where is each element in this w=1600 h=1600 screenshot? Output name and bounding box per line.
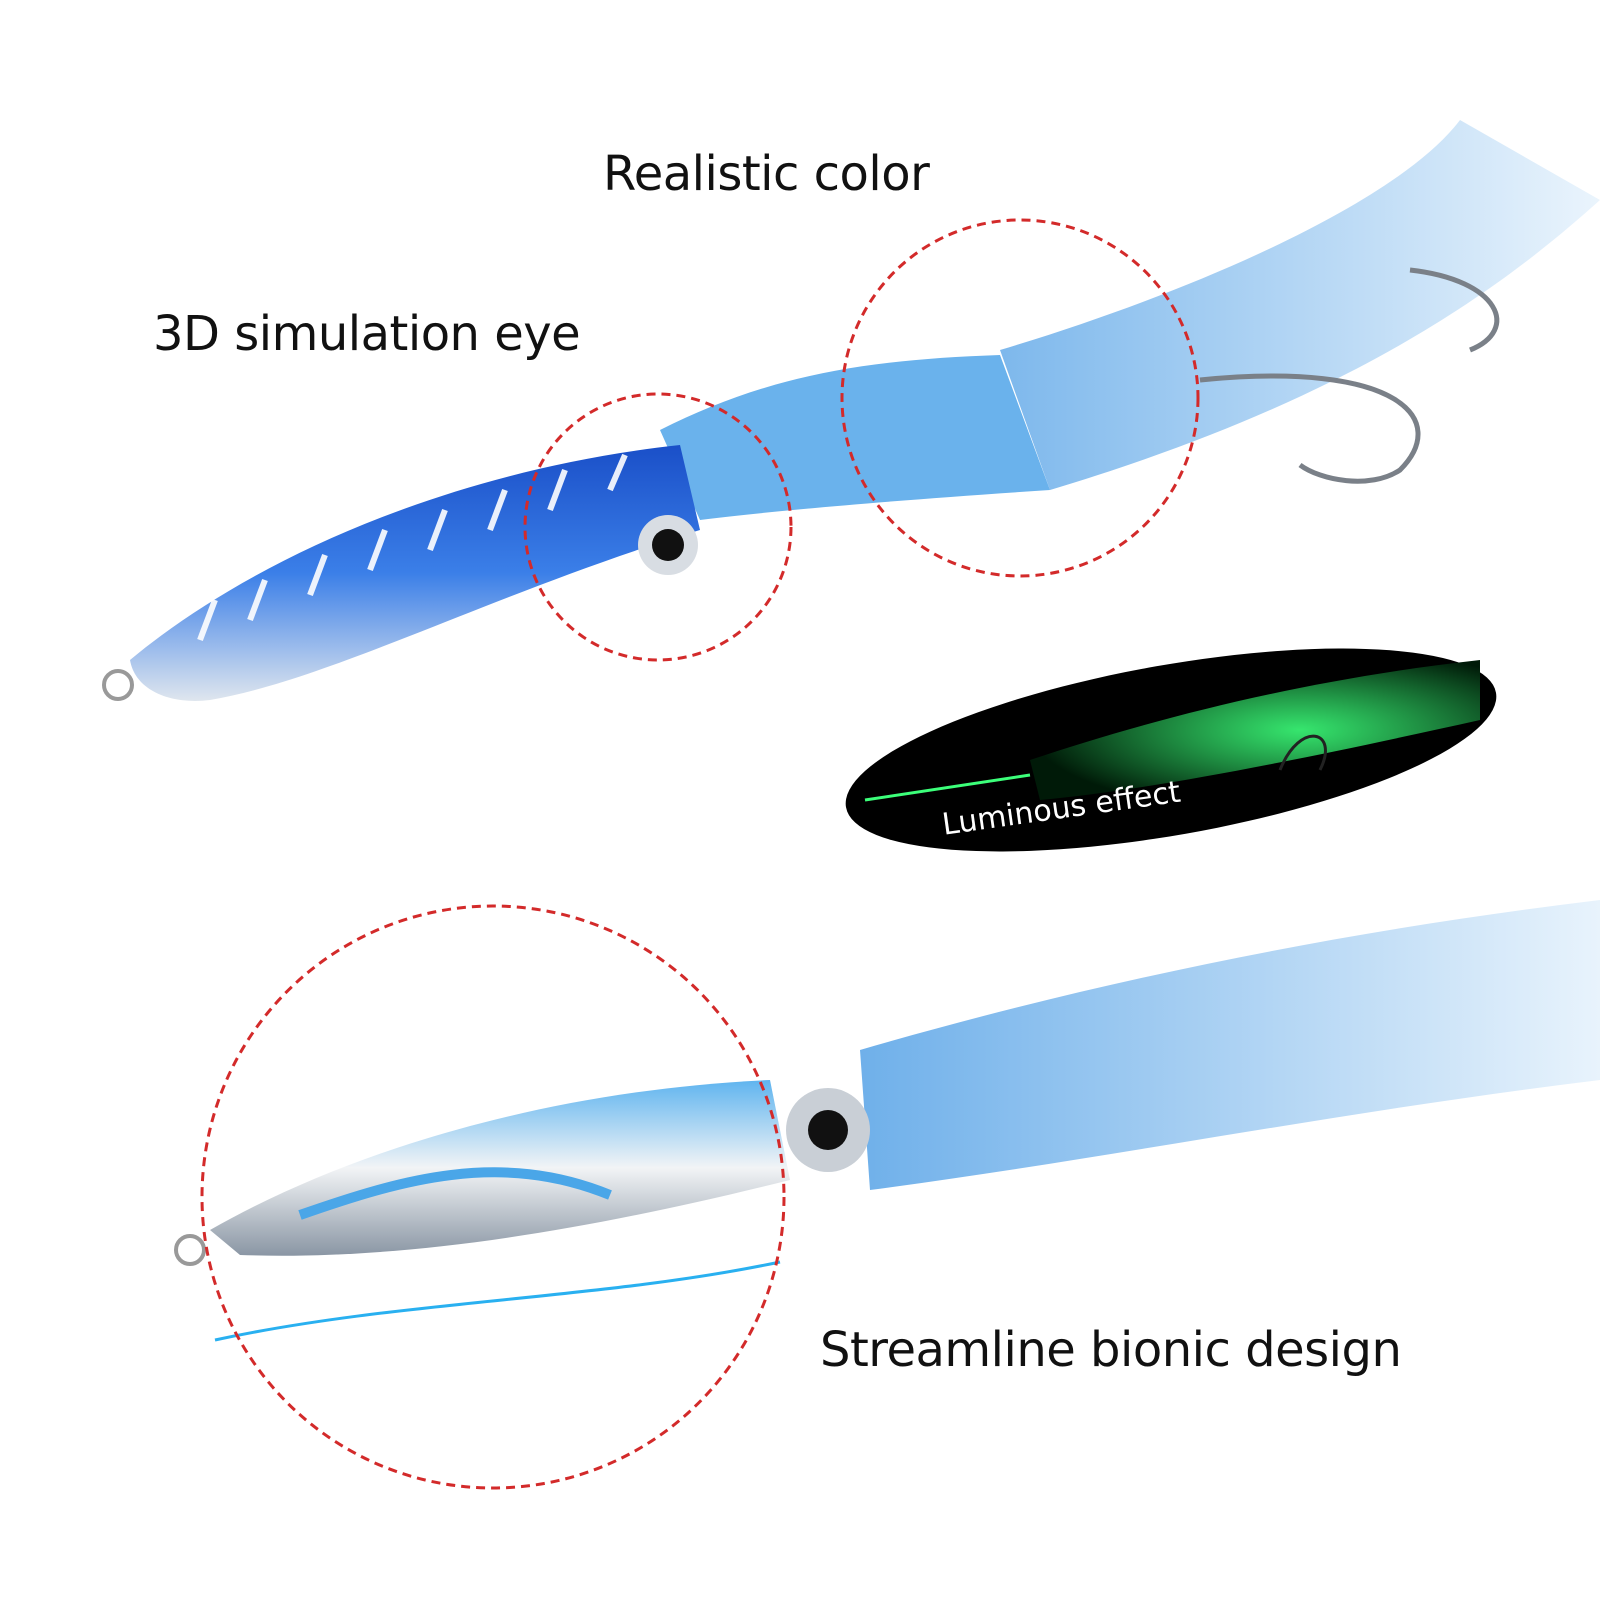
top-lure [102, 120, 1600, 701]
eye-label: 3D simulation eye [153, 306, 581, 362]
eye-highlight-circle [523, 392, 793, 662]
color-highlight-circle [840, 218, 1200, 578]
realistic-color-label: Realistic color [603, 146, 930, 202]
streamline-label: Streamline bionic design [820, 1322, 1402, 1378]
streamline-highlight-circle [200, 904, 786, 1490]
luminous-effect-panel [845, 648, 1497, 852]
bottom-lure [174, 900, 1600, 1342]
